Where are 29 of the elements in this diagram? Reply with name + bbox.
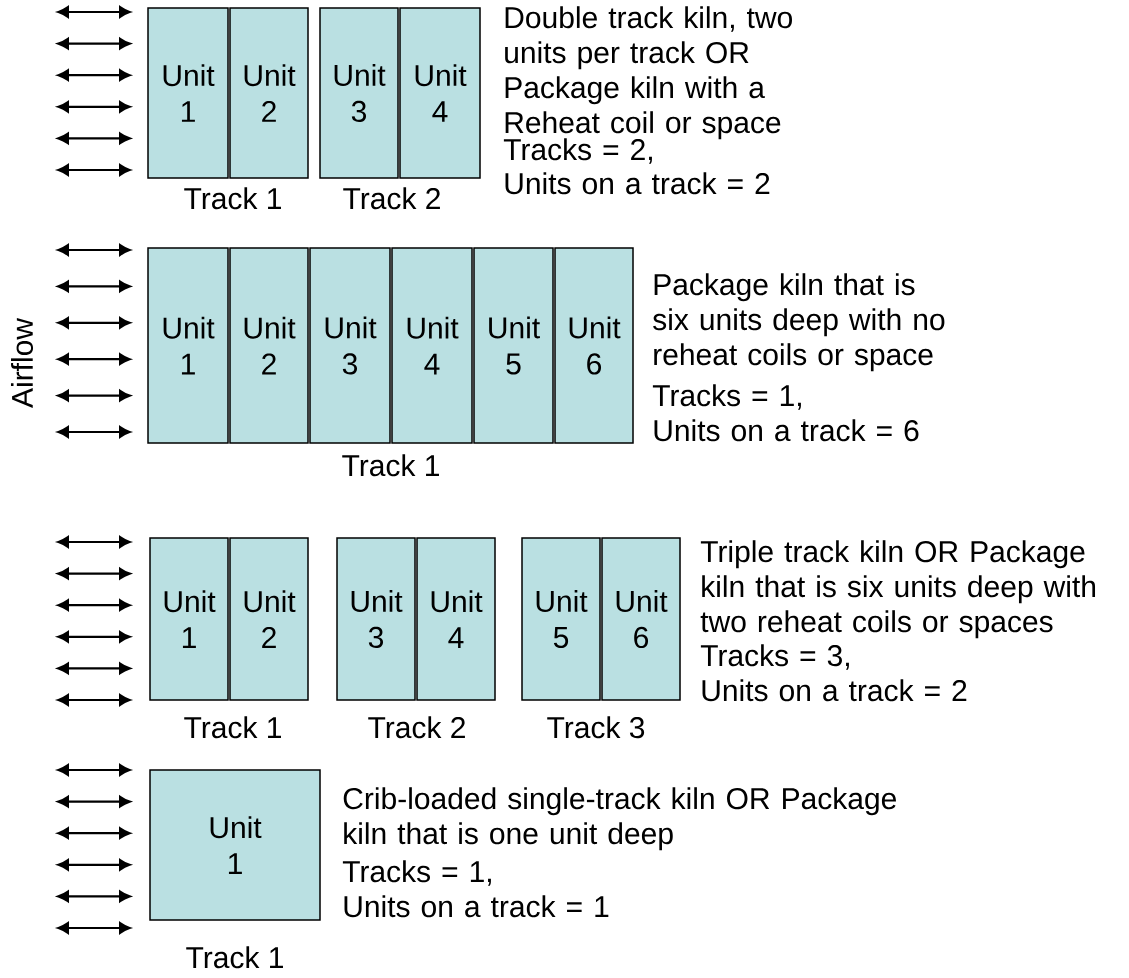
track-label: Track 1: [184, 187, 281, 210]
airflow-label: Airflow: [11, 317, 33, 408]
track-label: Track 2: [368, 716, 465, 739]
description-text: Package kiln that is six units deep with no reheat coils or space: [653, 273, 945, 372]
track-label: Track 1: [342, 454, 439, 477]
unit-box: Unit 1: [147, 247, 229, 444]
track-label: Track 1: [184, 716, 281, 739]
unit-box: Unit 3: [336, 537, 416, 701]
unit-box: Unit 4: [391, 247, 473, 444]
description-text: Crib-loaded single-track kiln OR Package kiln that is one unit deep: [343, 787, 896, 851]
unit-box: Unit 1: [149, 769, 321, 921]
unit-box: Unit 6: [554, 247, 634, 444]
unit-box: Unit 6: [601, 537, 681, 701]
track-label: Track 3: [547, 716, 645, 739]
unit-box: Unit 2: [229, 247, 309, 444]
unit-box: Unit 5: [521, 537, 601, 701]
unit-box: Unit 3: [319, 7, 399, 179]
description-text: Tracks = 2,: [503, 138, 652, 164]
unit-box: Unit 4: [416, 537, 496, 701]
unit-box: Unit 1: [147, 7, 229, 179]
unit-box: Unit 1: [149, 537, 229, 701]
unit-box: Unit 5: [473, 247, 554, 444]
unit-box: Unit 4: [399, 7, 481, 179]
description-text: Triple track kiln OR Package kiln that is six units deep with two reheat coils or spaces: [700, 540, 1095, 639]
unit-box: Unit 3: [309, 247, 391, 444]
unit-box: Unit 2: [229, 537, 309, 701]
description-text: Units on a track = 2: [505, 172, 770, 195]
track-label: Track 2: [343, 187, 440, 210]
unit-box: Unit 2: [229, 7, 309, 179]
